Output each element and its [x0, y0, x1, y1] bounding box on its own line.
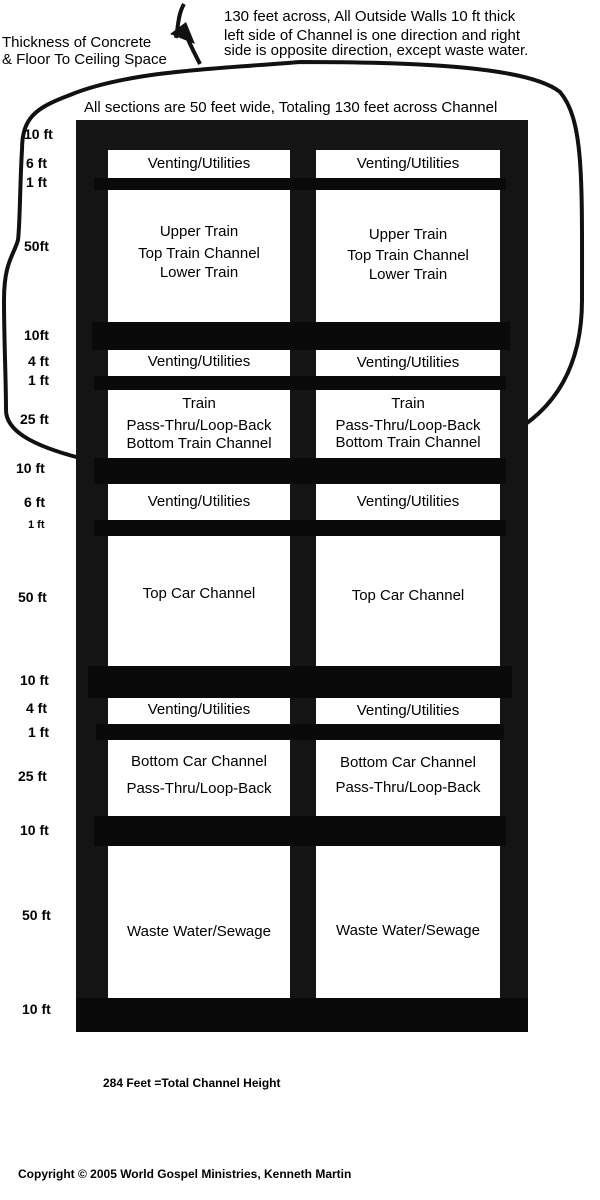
room-top-train-left: Upper Train Top Train Channel Lower Trai…: [108, 190, 290, 322]
dimension-label: 1 ft: [28, 519, 45, 531]
total-height-note: 284 Feet =Total Channel Height: [103, 1076, 281, 1090]
dimension-label: 6 ft: [26, 155, 47, 171]
room-venting-left: Venting/Utilities: [108, 350, 290, 376]
room-bottom-train-left: Train Pass-Thru/Loop-Back Bottom Train C…: [108, 390, 290, 458]
room-top-train-right: Upper Train Top Train Channel Lower Trai…: [316, 190, 500, 322]
room-label: Lower Train: [159, 264, 239, 281]
dimension-label: 50 ft: [22, 907, 51, 923]
room-bottom-car-left: Bottom Car Channel Pass-Thru/Loop-Back: [108, 740, 290, 816]
across-note-line2: left side of Channel is one direction an…: [224, 27, 521, 44]
arrow-head-icon: [170, 22, 195, 44]
room-label: Upper Train: [159, 223, 239, 240]
dimension-label: 25 ft: [20, 411, 49, 427]
dimension-label: 10 ft: [22, 1001, 51, 1017]
room-label: Waste Water/Sewage: [336, 922, 480, 939]
dimension-label: 1 ft: [28, 724, 49, 740]
room-venting-right: Venting/Utilities: [316, 150, 500, 178]
room-label: Venting/Utilities: [147, 353, 251, 370]
room-venting-left: Venting/Utilities: [108, 698, 290, 724]
across-note-line3: side is opposite direction, except waste…: [224, 42, 529, 59]
dimension-label: 10 ft: [24, 126, 53, 142]
room-label: Bottom Train Channel: [126, 435, 272, 452]
slab-1ft: [94, 178, 506, 190]
slab-10ft-base: [76, 998, 528, 1032]
dimension-label: 10 ft: [20, 672, 49, 688]
room-label: Top Car Channel: [351, 587, 465, 604]
thickness-note-line2: & Floor To Ceiling Space: [2, 51, 167, 68]
room-waste-water-right: Waste Water/Sewage: [316, 846, 500, 998]
room-label: Pass-Thru/Loop-Back: [126, 417, 272, 434]
slab-1ft: [94, 520, 506, 536]
room-label: Venting/Utilities: [147, 701, 251, 718]
room-bottom-train-right: Train Pass-Thru/Loop-Back Bottom Train C…: [316, 390, 500, 458]
room-label: Pass-Thru/Loop-Back: [126, 780, 272, 797]
slab-1ft: [94, 376, 506, 390]
dimension-label: 4 ft: [26, 700, 47, 716]
dimension-label: 10 ft: [20, 822, 49, 838]
room-bottom-car-right: Bottom Car Channel Pass-Thru/Loop-Back: [316, 740, 500, 816]
room-label: Venting/Utilities: [356, 155, 460, 172]
room-label: Venting/Utilities: [356, 702, 460, 719]
dimension-label: 4 ft: [28, 353, 49, 369]
room-label: Top Train Channel: [138, 245, 260, 262]
room-label: Bottom Car Channel: [340, 754, 476, 771]
dimension-label: 10 ft: [16, 460, 45, 476]
dimension-label: 10ft: [24, 327, 49, 343]
room-label: Top Train Channel: [347, 247, 469, 264]
room-label: Venting/Utilities: [356, 493, 460, 510]
room-label: Bottom Train Channel: [335, 434, 481, 451]
thickness-note-line1: Thickness of Concrete: [2, 34, 152, 51]
slab-10ft: [88, 666, 512, 698]
room-label: Waste Water/Sewage: [127, 923, 271, 940]
dimension-label: 1 ft: [26, 174, 47, 190]
room-venting-right: Venting/Utilities: [316, 484, 500, 520]
dimension-label: 50 ft: [18, 589, 47, 605]
room-venting-right: Venting/Utilities: [316, 350, 500, 376]
room-label: Top Car Channel: [142, 585, 256, 602]
room-label: Bottom Car Channel: [131, 753, 267, 770]
room-top-car-left: Top Car Channel: [108, 536, 290, 666]
channel-cross-section: Venting/Utilities Venting/Utilities Uppe…: [76, 120, 528, 1032]
slab-10ft: [92, 322, 510, 350]
room-label: Venting/Utilities: [147, 155, 251, 172]
slab-10ft: [94, 458, 506, 484]
room-label: Venting/Utilities: [147, 493, 251, 510]
copyright-text: Copyright © 2005 World Gospel Ministries…: [18, 1167, 352, 1181]
room-venting-right: Venting/Utilities: [316, 698, 500, 724]
room-label: Upper Train: [368, 226, 448, 243]
across-note-line1: 130 feet across, All Outside Walls 10 ft…: [224, 8, 516, 25]
room-label: Train: [391, 395, 425, 412]
dimension-label: 6 ft: [24, 494, 45, 510]
room-top-car-right: Top Car Channel: [316, 536, 500, 666]
room-label: Train: [182, 395, 216, 412]
dimension-label: 25 ft: [18, 768, 47, 784]
room-label: Pass-Thru/Loop-Back: [335, 417, 481, 434]
room-label: Venting/Utilities: [356, 354, 460, 371]
slab-10ft: [94, 816, 506, 846]
room-waste-water-left: Waste Water/Sewage: [108, 846, 290, 998]
dimension-label: 50ft: [24, 238, 49, 254]
dimension-label: 1 ft: [28, 372, 49, 388]
sections-note: All sections are 50 feet wide, Totaling …: [84, 99, 498, 116]
room-label: Lower Train: [368, 266, 448, 283]
room-label: Pass-Thru/Loop-Back: [335, 779, 481, 796]
slab-1ft: [96, 724, 504, 740]
room-venting-left: Venting/Utilities: [108, 484, 290, 520]
room-venting-left: Venting/Utilities: [108, 150, 290, 178]
pointer-tail-stroke: [182, 29, 202, 65]
